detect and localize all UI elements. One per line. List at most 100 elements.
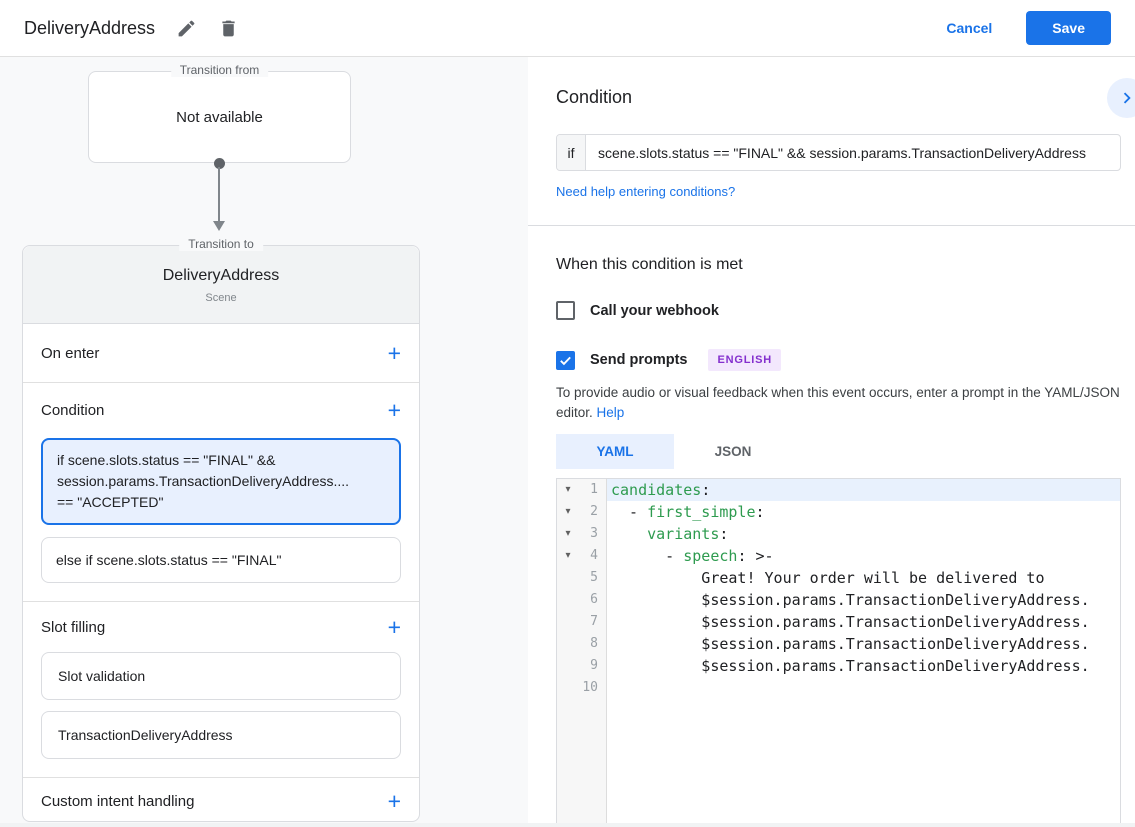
header-bar: DeliveryAddress Cancel Save — [0, 0, 1135, 57]
add-custom-intent-button[interactable]: + — [387, 787, 401, 814]
send-prompts-checkbox[interactable] — [556, 350, 575, 370]
edit-icon[interactable] — [176, 18, 197, 39]
prompt-description: To provide audio or visual feedback when… — [556, 383, 1121, 423]
code-text: candidates: — [607, 479, 1120, 501]
conditions-help-link[interactable]: Need help entering conditions? — [556, 184, 736, 199]
line-number: 4 — [590, 548, 598, 563]
code-text: - speech: >- — [611, 547, 774, 565]
save-button[interactable]: Save — [1026, 11, 1111, 45]
slot-item[interactable]: TransactionDeliveryAddress — [41, 711, 401, 759]
tab-yaml[interactable]: YAML — [556, 434, 674, 469]
delete-icon[interactable] — [218, 18, 239, 39]
custom-intent-section: Custom intent handling + — [23, 778, 419, 824]
transition-to-label: Transition to — [179, 237, 263, 251]
window-bottom-edge — [0, 823, 1135, 827]
code-line[interactable]: 9 $session.params.TransactionDeliveryAdd… — [557, 655, 1120, 677]
on-enter-section: On enter + — [23, 324, 419, 382]
section-divider — [23, 382, 419, 383]
line-gutter: 8 — [557, 633, 607, 655]
editor-gutter — [557, 479, 607, 826]
slot-filling-label: Slot filling — [41, 618, 106, 636]
add-slot-button[interactable]: + — [387, 613, 401, 640]
code-line[interactable]: 8 $session.params.TransactionDeliveryAdd… — [557, 633, 1120, 655]
collapse-panel-button[interactable] — [1107, 78, 1135, 118]
scene-card-header: DeliveryAddress Scene — [23, 246, 419, 324]
transition-from-box: Transition from Not available — [88, 63, 351, 163]
webhook-row: Call your webhook — [556, 301, 1135, 320]
code-line[interactable]: ▾ 3 variants: — [557, 523, 1120, 545]
fold-arrow-icon[interactable]: ▾ — [565, 484, 571, 495]
code-text: $session.params.TransactionDeliveryAddre… — [611, 657, 1090, 675]
condition-item-else[interactable]: else if scene.slots.status == "FINAL" — [41, 537, 401, 583]
section-divider — [23, 601, 419, 602]
page-title: DeliveryAddress — [24, 17, 156, 38]
condition-item-selected[interactable]: if scene.slots.status == "FINAL" && sess… — [41, 438, 401, 525]
condition-expression-input[interactable]: scene.slots.status == "FINAL" && session… — [598, 144, 1086, 161]
transition-from-value: Not available — [176, 108, 263, 126]
connector-line — [218, 167, 220, 222]
code-line[interactable]: 10 — [557, 677, 1120, 699]
code-text: Great! Your order will be delivered to — [611, 569, 1045, 587]
when-met-title: When this condition is met — [556, 256, 743, 273]
custom-intent-label: Custom intent handling — [41, 792, 195, 810]
code-text — [607, 677, 1120, 699]
code-text: variants: — [647, 525, 729, 543]
line-number: 3 — [590, 526, 598, 541]
line-gutter: ▾4 — [557, 545, 607, 567]
prompt-description-text: To provide audio or visual feedback when… — [556, 385, 1120, 420]
scene-card: Transition to DeliveryAddress Scene On e… — [22, 237, 420, 824]
connector-arrowhead-icon — [213, 221, 225, 231]
scene-type-label: Scene — [205, 292, 237, 304]
condition-section-header: Condition + — [23, 383, 419, 438]
line-gutter: 7 — [557, 611, 607, 633]
editor-tabs: YAML JSON — [556, 434, 1135, 469]
cancel-button[interactable]: Cancel — [946, 20, 993, 36]
line-number: 6 — [590, 592, 598, 607]
line-number: 5 — [590, 570, 598, 585]
line-gutter: 10 — [557, 677, 607, 699]
condition-label: Condition — [41, 402, 105, 419]
transition-from-label: Transition from — [170, 63, 269, 77]
add-on-enter-button[interactable]: + — [387, 339, 401, 366]
code-text: $session.params.TransactionDeliveryAddre… — [611, 613, 1090, 631]
fold-arrow-icon[interactable]: ▾ — [565, 550, 571, 561]
fold-arrow-icon[interactable]: ▾ — [565, 506, 571, 517]
line-number: 9 — [590, 658, 598, 673]
code-line[interactable]: 6 $session.params.TransactionDeliveryAdd… — [557, 589, 1120, 611]
line-gutter: 5 — [557, 567, 607, 589]
code-line[interactable]: ▾4 - speech: >- — [557, 545, 1120, 567]
line-gutter: ▾1 — [557, 479, 607, 501]
send-prompts-row: Send prompts ENGLISH — [556, 349, 1135, 371]
code-text: $session.params.TransactionDeliveryAddre… — [611, 591, 1090, 609]
condition-expression-field[interactable]: if scene.slots.status == "FINAL" && sess… — [556, 134, 1121, 171]
line-number: 10 — [582, 680, 598, 695]
line-gutter: ▾2 — [557, 501, 607, 523]
help-link[interactable]: Help — [596, 405, 625, 420]
check-icon — [560, 356, 571, 365]
add-condition-button[interactable]: + — [387, 397, 401, 423]
line-number: 8 — [590, 636, 598, 651]
line-gutter: 6 — [557, 589, 607, 611]
line-number: 2 — [590, 504, 598, 519]
code-line[interactable]: 5 Great! Your order will be delivered to — [557, 567, 1120, 589]
code-line[interactable]: ▾2 - first_simple: — [557, 501, 1120, 523]
section-divider — [23, 777, 419, 778]
line-gutter: 9 — [557, 655, 607, 677]
webhook-label: Call your webhook — [590, 302, 719, 319]
tab-json[interactable]: JSON — [714, 444, 752, 459]
webhook-checkbox[interactable] — [556, 301, 575, 320]
code-text: - first_simple: — [611, 503, 765, 521]
slot-validation-item[interactable]: Slot validation — [41, 652, 401, 700]
line-number: 1 — [590, 482, 598, 497]
condition-detail-panel: Condition if scene.slots.status == "FINA… — [528, 57, 1135, 827]
scene-graph-panel: Transition from Not available Transition… — [0, 57, 528, 827]
line-number: 7 — [590, 614, 598, 629]
chevron-right-icon — [1123, 92, 1131, 104]
code-line[interactable]: 7 $session.params.TransactionDeliveryAdd… — [557, 611, 1120, 633]
panel-divider — [528, 225, 1135, 226]
fold-arrow-icon[interactable]: ▾ — [565, 528, 571, 539]
